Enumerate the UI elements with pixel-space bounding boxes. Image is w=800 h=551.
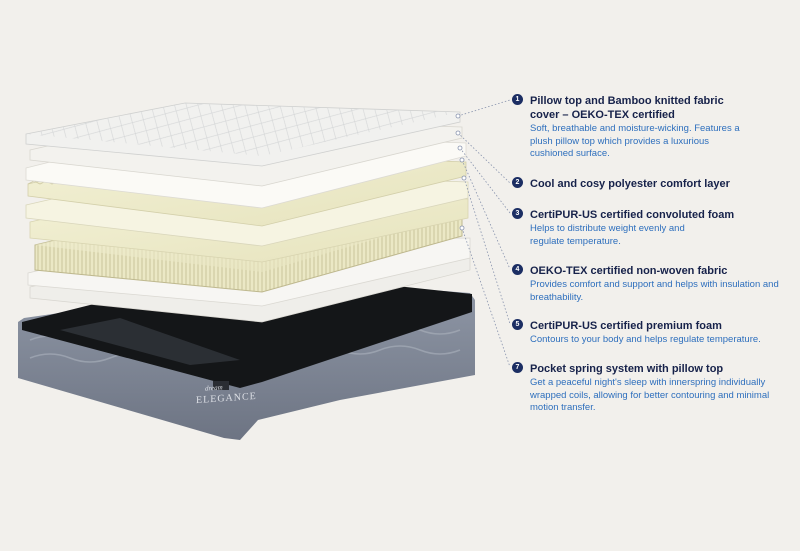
feature-number-badge: 7 [512,362,523,373]
feature-description: Provides comfort and support and helps w… [530,279,779,303]
feature-description: Soft, breathable and moisture-wicking. F… [530,123,740,159]
feature-description: Get a peaceful night's sleep with inners… [530,377,770,413]
feature-3: 3 CertiPUR-US certified convoluted foam … [512,208,797,248]
feature-7: 7 Pocket spring system with pillow top G… [512,362,797,415]
feature-number-badge: 1 [512,94,523,105]
feature-title: OEKO-TEX certified non-woven fabric [530,265,728,277]
brand-logo-small: dream [205,383,223,393]
leader-dots [455,113,467,231]
brand-label [213,381,229,390]
feature-title: Cool and cosy polyester comfort layer [530,178,730,190]
feature-5: 5 CertiPUR-US certified premium foam Con… [512,319,797,347]
feature-2: 2 Cool and cosy polyester comfort layer [512,177,797,191]
feature-title: CertiPUR-US certified convoluted foam [530,209,735,221]
feature-1: 1 Pillow top and Bamboo knitted fabric c… [512,94,797,161]
feature-description: Contours to your body and helps regulate… [530,334,761,345]
leader-lines [457,99,511,368]
base-mattress [18,284,475,440]
feature-number-badge: 3 [512,208,523,219]
feature-number-badge: 5 [512,319,523,330]
layer-stack [25,102,471,323]
feature-description: Helps to distribute weight evenly and re… [530,223,685,247]
feature-title: Pillow top and Bamboo knitted fabric cov… [530,95,724,121]
feature-title: CertiPUR-US certified premium foam [530,320,722,332]
feature-title: Pocket spring system with pillow top [530,363,724,375]
feature-number-badge: 4 [512,264,523,275]
feature-number-badge: 2 [512,177,523,188]
feature-4: 4 OEKO-TEX certified non-woven fabric Pr… [512,264,797,304]
